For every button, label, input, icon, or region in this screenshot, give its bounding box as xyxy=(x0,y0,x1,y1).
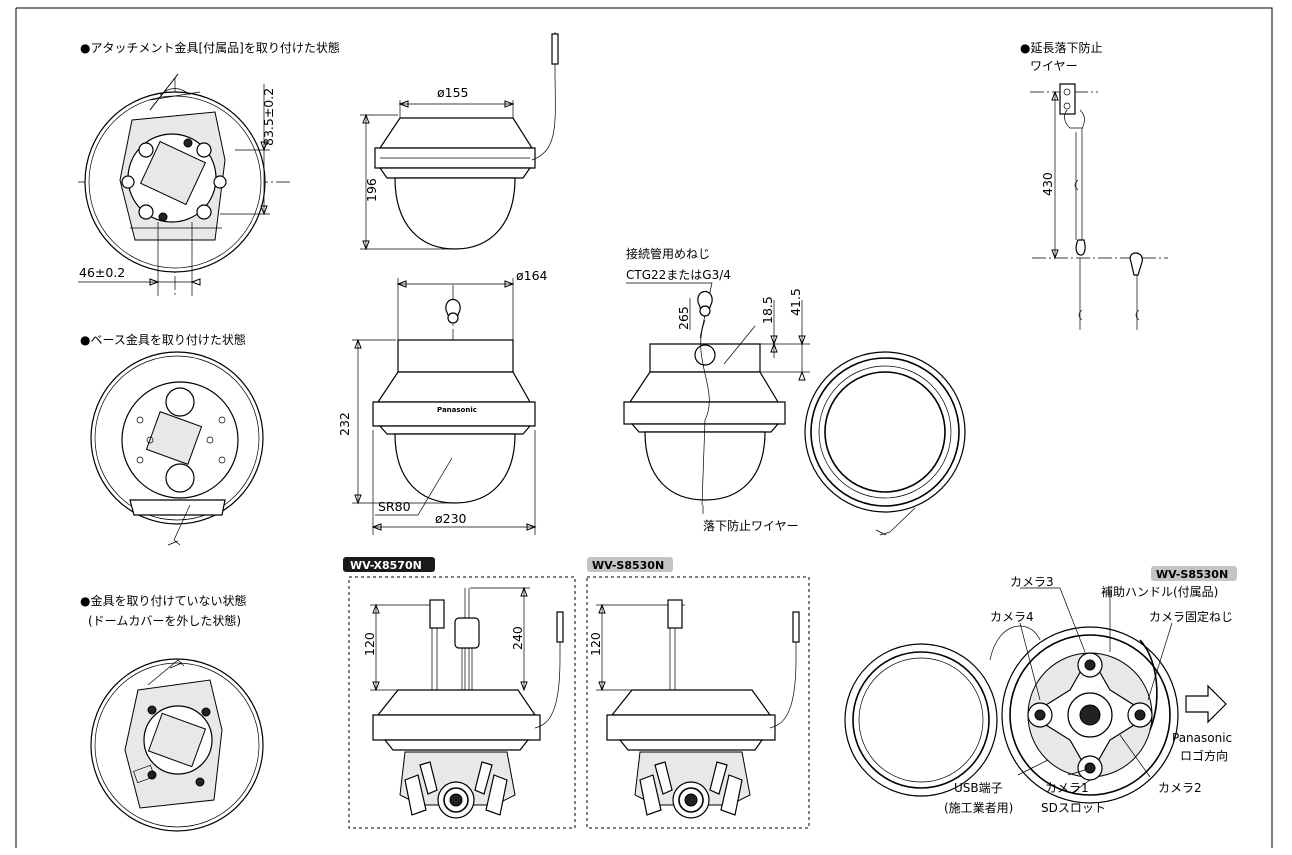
svg-text:Panasonic: Panasonic xyxy=(437,406,477,414)
dim-265: 265 xyxy=(676,306,691,330)
svg-text:WV-S8530N: WV-S8530N xyxy=(592,559,664,572)
extension-wire-drawing xyxy=(1030,83,1168,330)
dim-232: 232 xyxy=(337,412,352,436)
label-fall-wire: 落下防止ワイヤー xyxy=(703,518,799,533)
caption-attachment: ●アタッチメント金具[付属品]を取り付けた状態 xyxy=(80,40,340,55)
label-camera3: カメラ3 xyxy=(1010,575,1054,589)
svg-text:WV-X8570N: WV-X8570N xyxy=(350,559,422,572)
camera-x8570n-side-view xyxy=(370,586,564,819)
model-badge-x8570n: WV-X8570N xyxy=(343,557,435,572)
camera-s8530n-side-view xyxy=(596,599,800,819)
label-camera-screw: カメラ固定ねじ xyxy=(1149,609,1233,624)
label-thread-2: CTG22またはG3/4 xyxy=(626,268,731,282)
dim-196: 196 xyxy=(364,178,379,202)
label-logo-dir-2: ロゴ方向 xyxy=(1180,748,1228,763)
dim-164: ø164 xyxy=(516,268,548,283)
label-camera2: カメラ2 xyxy=(1158,781,1202,795)
dim-46: 46±0.2 xyxy=(79,265,125,280)
dim-sr80: SR80 xyxy=(378,499,411,514)
caption-extension-wire-1: ●延長落下防止 xyxy=(1020,40,1102,55)
open-camera-bottom-view xyxy=(844,587,1227,804)
dim-230: ø230 xyxy=(435,511,467,526)
dim-155: ø155 xyxy=(437,85,469,100)
caption-base: ●ベース金具を取り付けた状態 xyxy=(80,332,246,347)
dim-120-a: 120 xyxy=(362,632,377,656)
panel-s8530n xyxy=(586,576,810,829)
panel-x8570n xyxy=(348,576,576,829)
label-usb-1: USB端子 xyxy=(954,781,1003,795)
model-badge-s8530n-a: WV-S8530N xyxy=(587,557,673,572)
sheet-frame xyxy=(15,7,1273,848)
label-usb-2: (施工業者用) xyxy=(944,801,1013,815)
dim-240: 240 xyxy=(510,626,525,650)
dim-18-5: 18.5 xyxy=(760,296,775,324)
label-thread-1: 接続管用めねじ xyxy=(626,246,710,261)
label-camera1: カメラ1 xyxy=(1045,781,1089,795)
attachment-bracket-top-view xyxy=(78,73,292,298)
no-bracket-top-view xyxy=(90,658,264,832)
label-camera4: カメラ4 xyxy=(990,610,1034,624)
caption-extension-wire-2: ワイヤー xyxy=(1030,59,1078,73)
dim-41-5: 41.5 xyxy=(788,288,803,316)
dim-120-b: 120 xyxy=(588,632,603,656)
label-aux-handle: 補助ハンドル(付属品) xyxy=(1101,585,1218,599)
camera-side-view-conduit xyxy=(623,282,810,514)
camera-side-view-base: Panasonic xyxy=(352,278,537,535)
dim-430: 430 xyxy=(1040,172,1055,196)
dim-83-5: 83.5±0.2 xyxy=(261,88,276,146)
svg-text:WV-S8530N: WV-S8530N xyxy=(1156,568,1228,581)
label-logo-dir-1: Panasonic xyxy=(1172,731,1232,745)
base-bracket-top-view xyxy=(90,351,264,546)
label-sd: SDスロット xyxy=(1041,801,1106,815)
camera-side-view-attachment xyxy=(360,32,559,251)
caption-no-bracket-2: (ドームカバーを外した状態) xyxy=(88,613,241,628)
dome-bottom-view xyxy=(804,351,966,536)
model-badge-s8530n-b: WV-S8530N xyxy=(1151,566,1237,581)
caption-no-bracket-1: ●金具を取り付けていない状態 xyxy=(80,593,246,608)
